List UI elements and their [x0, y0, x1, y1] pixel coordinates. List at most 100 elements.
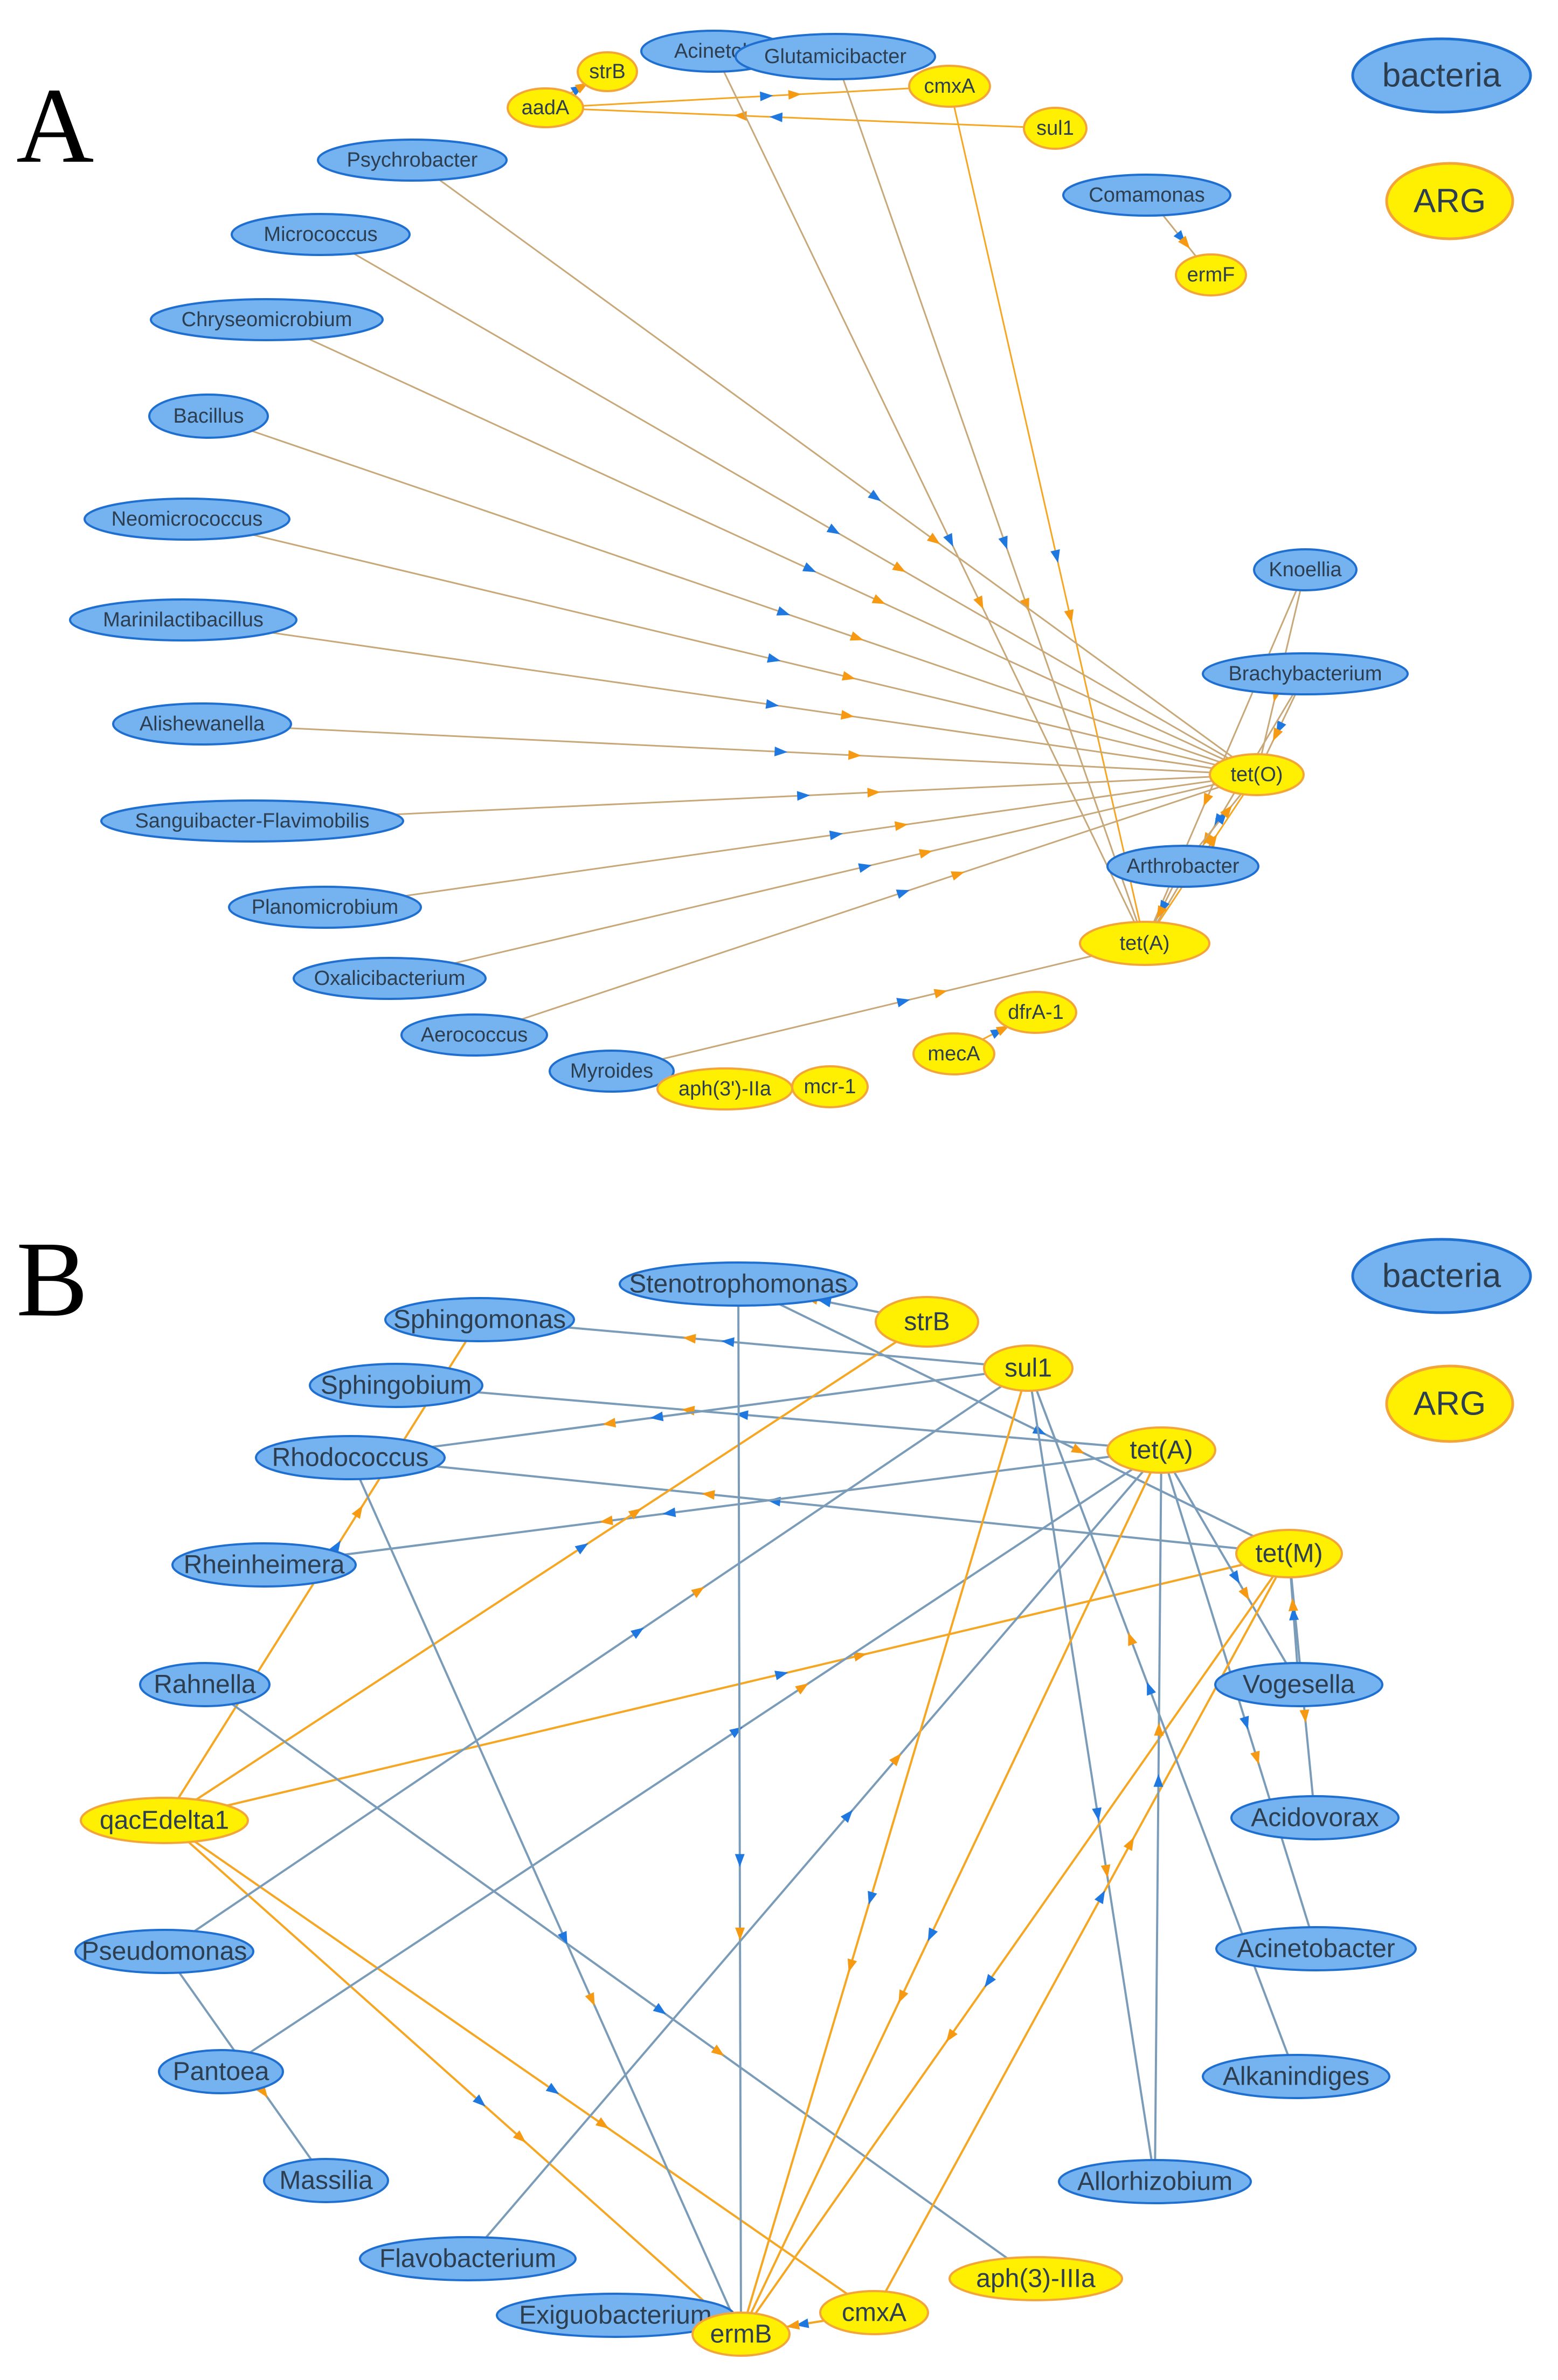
- edge-arrow-cmxa-teta-fwd: [1050, 549, 1060, 563]
- edge-pantoea-teta: [220, 1449, 1162, 2073]
- node-label: Myroides: [570, 1060, 653, 1082]
- edge-rahnella-aph3iiia: [204, 1684, 1037, 2280]
- node-label: Acinetobacter: [1237, 1935, 1395, 1963]
- edge-arrow-vogesella-tetm-rev: [1288, 1598, 1298, 1611]
- bacteria-node-micrococcus: Micrococcus: [231, 213, 411, 256]
- edge-arrow-rahnella-aph3iiia-rev: [711, 2044, 725, 2057]
- arg-node-tetm: tet(M): [1235, 1529, 1343, 1578]
- node-shape: [309, 1363, 483, 1408]
- edge-arrow-sanguibacter-teto-rev: [867, 788, 881, 798]
- node-shape: [619, 1261, 858, 1307]
- edge-arrow-teta-teto-rev: [1206, 834, 1217, 848]
- node-shape: [74, 1929, 254, 1974]
- legend-bacteria-node: [1351, 1238, 1532, 1314]
- edge-arrow-pseudomonas-sul1-fwd: [631, 1627, 644, 1639]
- edge-aada-cmxa: [545, 85, 950, 109]
- bacteria-node-sphingobium: Sphingobium: [309, 1363, 483, 1408]
- edge-stenotrophomonas-ermb: [737, 1284, 742, 2335]
- node-shape: [875, 1296, 979, 1348]
- node-shape: [819, 2290, 929, 2335]
- edge-myroides-teta: [611, 942, 1145, 1072]
- edge-rhodococcus-ermb: [349, 1457, 742, 2335]
- edge-arrow-teta-rheinheimera-rev: [599, 1515, 613, 1526]
- edge-arrow-qacedelta1-tetm-rev: [853, 1652, 867, 1662]
- node-shape: [69, 598, 297, 641]
- node-shape: [507, 87, 584, 128]
- edge-arrow-sul1-allorhizobium-fwd: [1092, 1807, 1102, 1821]
- bacteria-node-planomicrobium: Planomicrobium: [228, 886, 422, 929]
- node-label: dfrA-1: [1008, 1001, 1063, 1024]
- edge-arrow-cmxa-teta-rev: [1064, 609, 1074, 623]
- edge-arrow-sul1-allorhizobium-rev: [1100, 1864, 1111, 1878]
- edge-arrow-alishewanella-teto-rev: [848, 750, 862, 760]
- edge-allorhizobium-teta: [1154, 1450, 1162, 2182]
- node-label: Rahnella: [154, 1671, 256, 1699]
- node-label: Exiguobacterium: [519, 2301, 712, 2330]
- arg-node-aph3iia: aph(3')-IIa: [656, 1067, 793, 1110]
- node-shape: [255, 1435, 446, 1480]
- node-shape: [1175, 253, 1247, 296]
- edge-arrow-cmxa-ermb-rev: [786, 2320, 800, 2330]
- bacteria-node-sanguibacter: Sanguibacter-Flavimobilis: [100, 799, 404, 843]
- edge-arrow-marinilactibacillus-teto-fwd: [765, 699, 779, 709]
- edge-arrow-qacedelta1-sphingomonas-fwd: [329, 1540, 341, 1554]
- bacteria-node-myroides: Myroides: [549, 1050, 675, 1093]
- arg-node-teto: tet(O): [1209, 753, 1305, 796]
- bacteria-node-alishewanella: Alishewanella: [112, 702, 292, 746]
- panel-b-label: B: [16, 1220, 88, 1339]
- edge-arrow-alkanindiges-sul1-rev: [1128, 1632, 1138, 1646]
- edge-arrow-alishewanella-teto-fwd: [774, 747, 788, 757]
- node-label: Chryseomicrobium: [182, 308, 352, 331]
- edge-arrow-brachybacterium-teta-rev: [1203, 832, 1214, 846]
- bacteria-node-psychrobacter: Psychrobacter: [317, 139, 508, 182]
- node-shape: [791, 1065, 869, 1108]
- node-shape: [112, 702, 292, 746]
- node-label: strB: [904, 1308, 950, 1336]
- node-label: Sphingobium: [321, 1371, 472, 1400]
- edge-arrow-neomicrococcus-teto-fwd: [767, 653, 781, 663]
- edge-pseudomonas-sul1: [163, 1367, 1029, 1953]
- node-label: Alkanindiges: [1223, 2062, 1369, 2091]
- node-shape: [577, 51, 638, 92]
- edge-arrow-myroides-teta-rev: [933, 989, 947, 999]
- edge-arrow-tetm-acidovorax-rev: [1299, 1709, 1310, 1723]
- edge-arrow-chryseomicrobium-teto-rev: [871, 594, 886, 604]
- edge-alishewanella-teto: [202, 723, 1257, 776]
- node-shape: [1023, 107, 1088, 150]
- edge-sul1-sphingomonas: [479, 1319, 1029, 1369]
- bacteria-node-acinetobacter: Acinetobacter: [1215, 1926, 1417, 1971]
- bacteria-node-pseudomonas: Pseudomonas: [74, 1929, 254, 1974]
- edge-cmxa-tetm: [873, 1553, 1290, 2313]
- edge-arrow-tetm-rhodococcus-rev: [702, 1490, 715, 1500]
- bacteria-node-bacillus: Bacillus: [148, 394, 269, 439]
- edge-arrow-qacedelta1-strb-rev: [628, 1508, 642, 1520]
- node-shape: [1202, 2054, 1390, 2099]
- edge-arrow-sul1-aada-fwd: [769, 112, 783, 122]
- edge-arrow-qacedelta1-sphingomonas-rev: [351, 1505, 363, 1519]
- edge-neomicrococcus-teto: [186, 518, 1257, 776]
- bacteria-node-rhodococcus: Rhodococcus: [255, 1435, 446, 1480]
- edge-qacedelta1-strb: [163, 1321, 928, 1822]
- node-label: Vogesella: [1243, 1671, 1355, 1699]
- node-shape: [1106, 1426, 1216, 1474]
- node-shape: [100, 799, 404, 843]
- node-shape: [148, 394, 269, 439]
- node-label: Brachybacterium: [1228, 663, 1382, 685]
- node-shape: [1202, 652, 1409, 695]
- edge-arrow-pseudomonas-sul1-rev: [691, 1586, 705, 1598]
- node-shape: [150, 298, 384, 341]
- edge-arrow-neomicrococcus-teto-rev: [841, 671, 856, 681]
- arg-node-meca: mecA: [912, 1032, 995, 1075]
- edge-arrow-aerococcus-teto-rev: [951, 871, 965, 881]
- edge-arrow-alkanindiges-sul1-fwd: [1147, 1681, 1157, 1696]
- edge-brachybacterium-teta: [1144, 673, 1306, 944]
- node-label: mcr-1: [804, 1075, 856, 1098]
- edge-arrow-stenotrophomonas-tetm-fwd: [1032, 1424, 1047, 1435]
- arg-node-qacedelta1: qacEdelta1: [80, 1797, 249, 1844]
- edge-arrow-tetm-ermb-fwd: [984, 1974, 996, 1988]
- node-shape: [400, 1013, 548, 1057]
- edge-tetm-ermb: [740, 1553, 1290, 2335]
- node-shape: [1230, 1795, 1400, 1840]
